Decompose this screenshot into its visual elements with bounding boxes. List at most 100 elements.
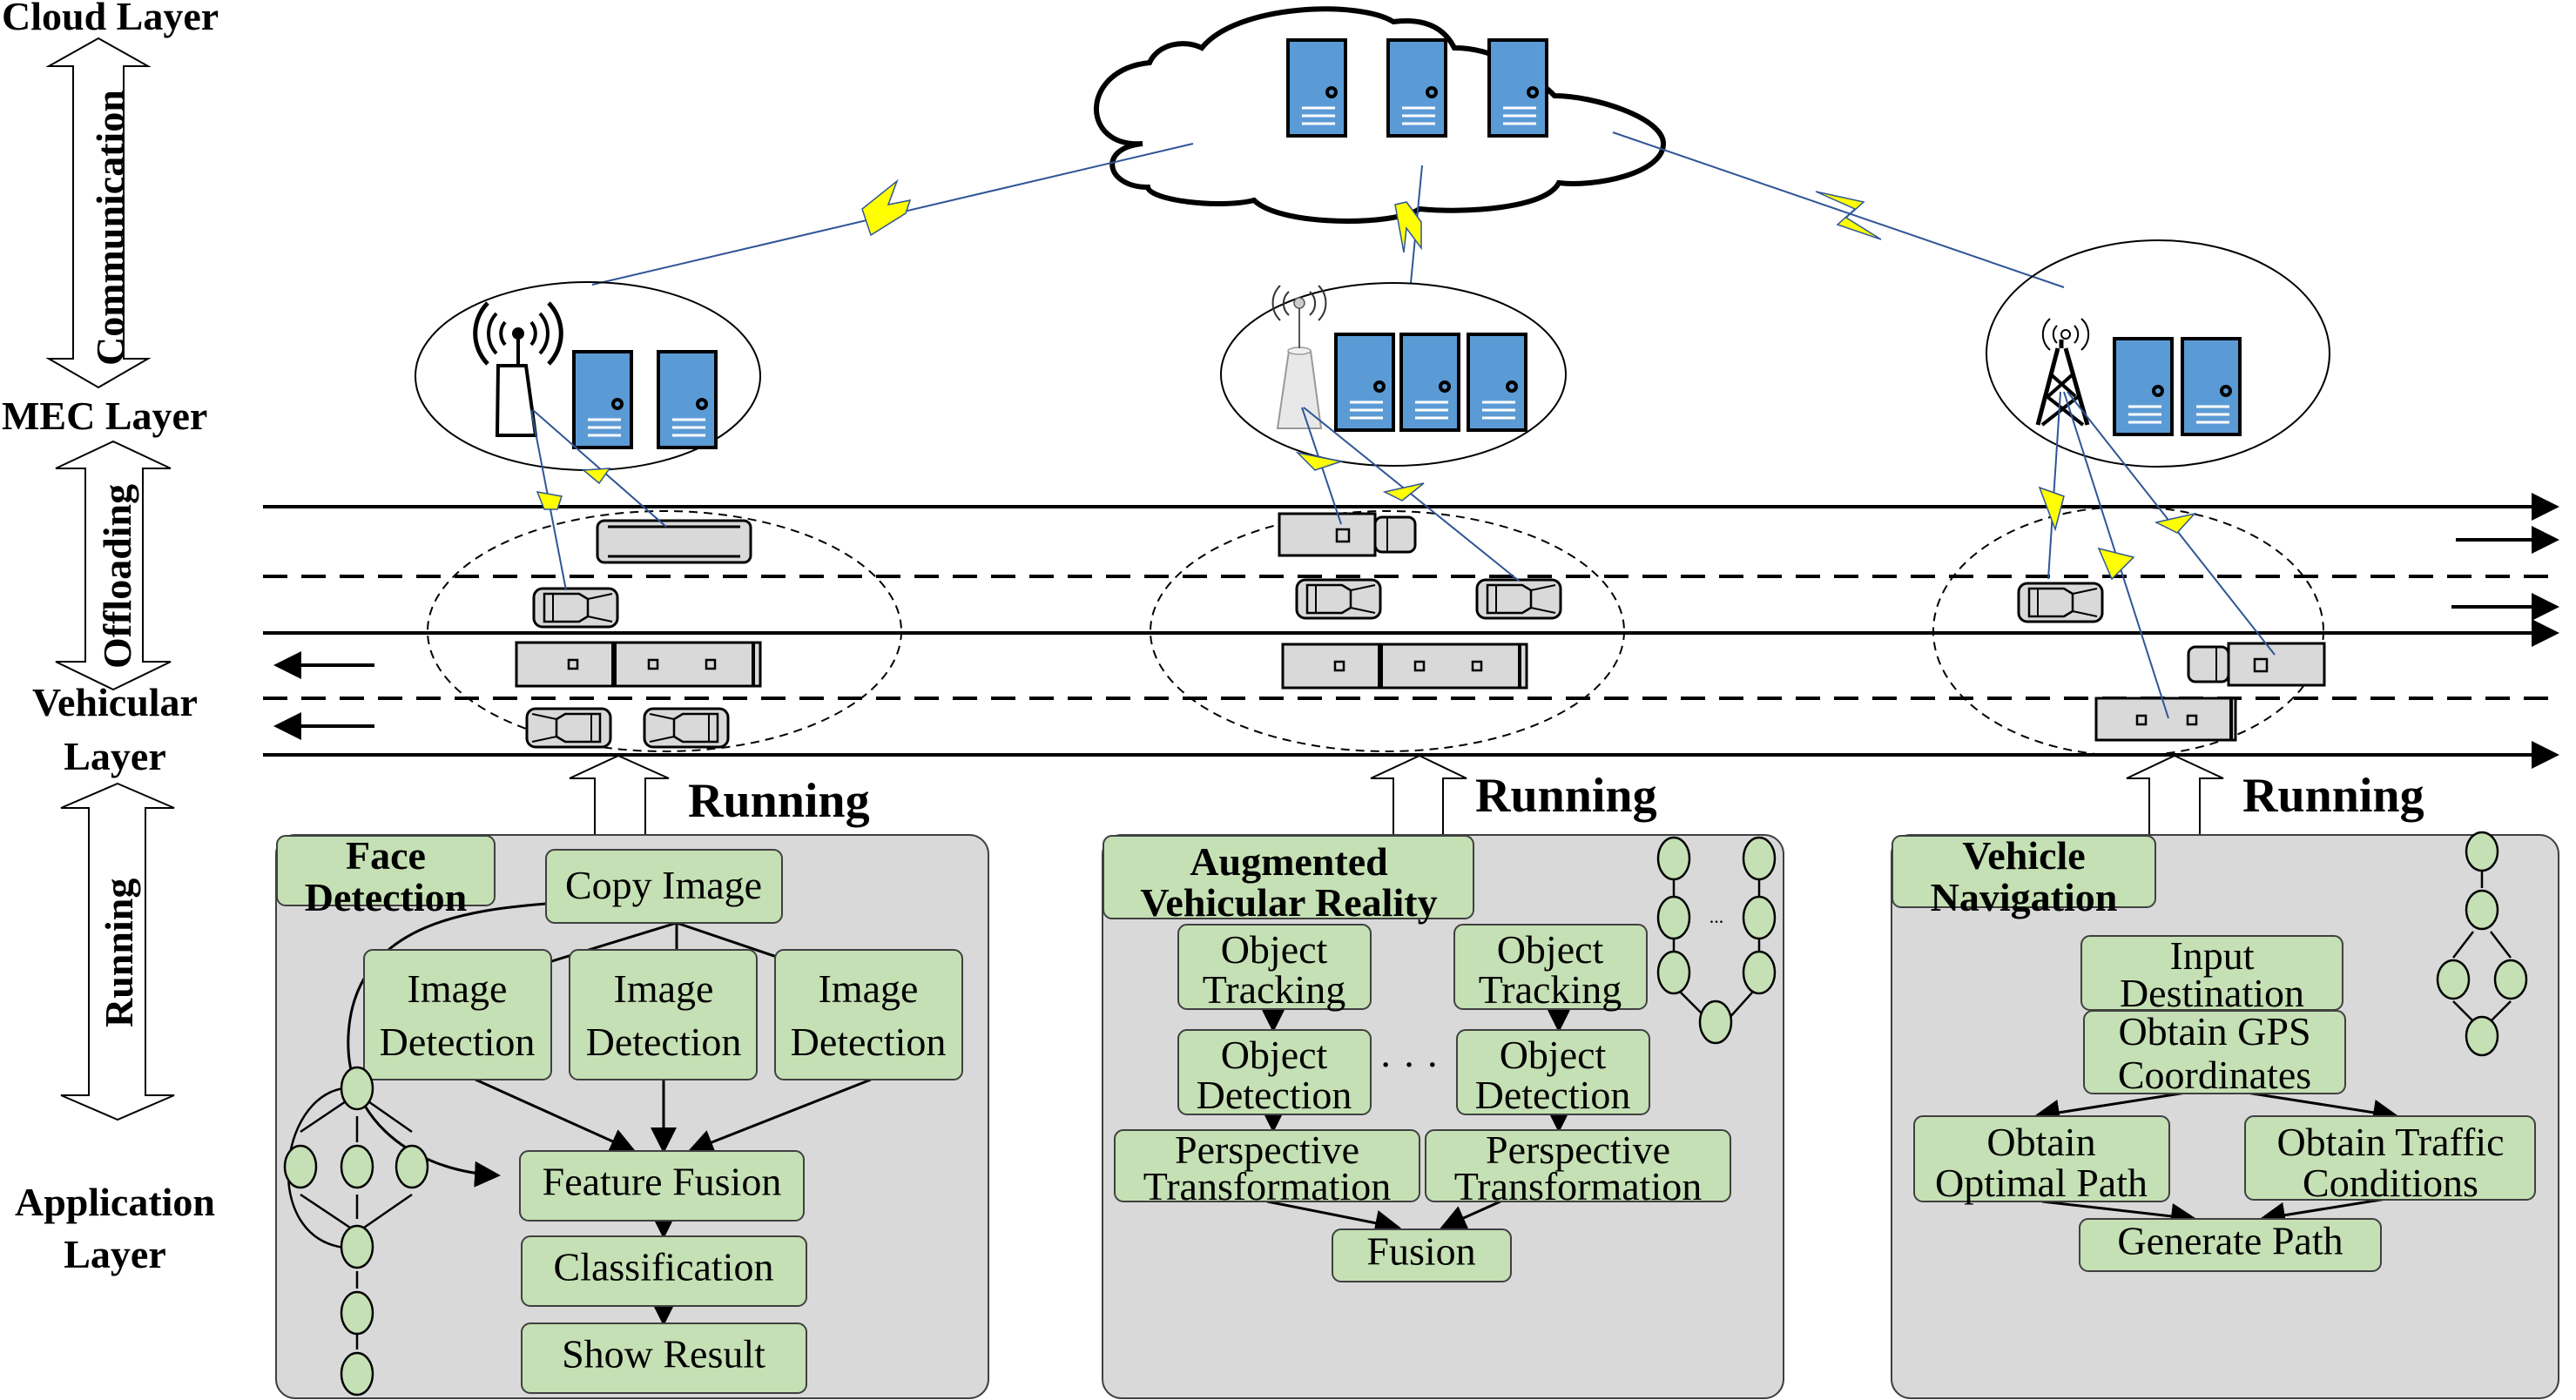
- app-title-box: [276, 835, 496, 906]
- svg-text:Object: Object: [1497, 927, 1604, 972]
- svg-text:Object: Object: [1221, 927, 1328, 972]
- task-object-tracking-2[interactable]: Object Tracking: [1453, 924, 1648, 1012]
- car-icon: [643, 707, 730, 749]
- application-layer-label-line2: Layer: [64, 1232, 166, 1276]
- communication-label: Communication: [88, 90, 132, 366]
- parallel-ellipsis: · · ·: [1379, 1042, 1440, 1087]
- mec3-server-1: [2113, 337, 2174, 436]
- mec3-server-2: [2181, 337, 2242, 436]
- road: [263, 493, 2559, 769]
- mec-layer-label: MEC Layer: [2, 394, 207, 438]
- svg-text:Detection: Detection: [791, 1020, 947, 1064]
- cloud-server-1: [1286, 38, 1347, 138]
- bus-icon: [516, 643, 760, 686]
- lightning-bolt-icon: [2038, 486, 2065, 532]
- svg-text:Image: Image: [408, 966, 508, 1011]
- truck-icon: [2187, 642, 2326, 687]
- dag-icon: ...: [1656, 836, 1777, 1045]
- coverage-area-2: [1150, 510, 1625, 752]
- svg-text:Tracking: Tracking: [1203, 967, 1345, 1012]
- lightning-bolt-icon: [861, 178, 912, 237]
- app-title-box: [1103, 835, 1474, 919]
- task-copy-image[interactable]: Copy Image: [545, 849, 783, 924]
- svg-text:Input: Input: [2169, 933, 2254, 978]
- dag-icon: [2436, 831, 2528, 1057]
- lattice-tower-icon: [2035, 318, 2090, 427]
- task-perspective-transformation-1[interactable]: Perspective Transformation: [1114, 1127, 1420, 1208]
- svg-text:Detection: Detection: [1475, 1073, 1631, 1117]
- task-object-tracking-1[interactable]: Object Tracking: [1177, 924, 1372, 1012]
- task-obtain-traffic-conditions[interactable]: Obtain Traffic Conditions: [2244, 1115, 2536, 1205]
- task-show-result[interactable]: Show Result: [521, 1323, 807, 1394]
- bus-icon: [596, 519, 752, 564]
- bus-icon: [2094, 697, 2237, 742]
- cloud-layer-label: Cloud Layer: [2, 0, 219, 38]
- running-label: Running: [1475, 769, 1657, 823]
- svg-text:Generate Path: Generate Path: [2117, 1219, 2343, 1263]
- dag-ellipsis: ...: [1709, 905, 1724, 927]
- task-perspective-transformation-2[interactable]: Perspective Transformation: [1425, 1127, 1731, 1208]
- lightning-bolt-icon: [1394, 201, 1422, 253]
- car-icon: [1475, 578, 1562, 620]
- app-panel-vehicle-navigation: Vehicle Navigation Input Destination Obt…: [1891, 831, 2559, 1399]
- task-image-detection-3[interactable]: Image Detection: [774, 949, 963, 1080]
- svg-text:Image: Image: [614, 966, 714, 1011]
- svg-text:Coordinates: Coordinates: [2118, 1053, 2311, 1097]
- lightning-bolt-icon: [2097, 547, 2135, 581]
- car-icon: [532, 587, 619, 629]
- mec1-server-2: [657, 350, 718, 449]
- svg-text:Fusion: Fusion: [1366, 1229, 1475, 1274]
- offloading-links: [530, 391, 2276, 719]
- running-indicator-1: Running: [569, 754, 870, 837]
- mec-node-1: [415, 281, 761, 471]
- svg-text:Transformation: Transformation: [1143, 1164, 1392, 1208]
- app-title-line2: Detection: [305, 875, 467, 919]
- offloading-label: Offloading: [95, 484, 139, 669]
- task-object-detection-1[interactable]: Object Detection: [1177, 1029, 1372, 1117]
- svg-text:Object: Object: [1500, 1033, 1607, 1077]
- cloud-layer: [1094, 6, 1667, 224]
- car-icon: [525, 707, 612, 749]
- running-indicator-2: Running: [1370, 754, 1657, 837]
- svg-text:Detection: Detection: [586, 1020, 742, 1064]
- task-fusion[interactable]: Fusion: [1332, 1228, 1512, 1282]
- app-title-line1: Vehicle: [1962, 833, 2085, 878]
- svg-text:Obtain Traffic: Obtain Traffic: [2276, 1120, 2504, 1164]
- task-generate-path[interactable]: Generate Path: [2079, 1218, 2382, 1272]
- app-title-line2: Navigation: [1931, 875, 2118, 919]
- lightning-bolt-icon: [1815, 191, 1882, 240]
- cloud-mec-links: [591, 131, 2065, 288]
- svg-text:Destination: Destination: [2120, 971, 2304, 1015]
- task-feature-fusion[interactable]: Feature Fusion: [519, 1150, 805, 1222]
- task-input-destination[interactable]: Input Destination: [2080, 933, 2343, 1015]
- lightning-bolt-icon: [536, 491, 563, 510]
- truck-icon: [1278, 512, 1417, 557]
- svg-text:Classification: Classification: [554, 1245, 774, 1289]
- task-image-detection-1[interactable]: Image Detection: [363, 949, 552, 1080]
- svg-text:Image: Image: [819, 966, 919, 1011]
- svg-text:Show Result: Show Result: [562, 1332, 765, 1376]
- svg-text:Obtain GPS: Obtain GPS: [2118, 1009, 2310, 1053]
- car-icon: [2017, 582, 2104, 623]
- lightning-bolt-icon: [1295, 451, 1344, 471]
- svg-text:Feature Fusion: Feature Fusion: [543, 1160, 782, 1204]
- svg-text:Copy Image: Copy Image: [565, 863, 762, 907]
- svg-text:Perspective: Perspective: [1175, 1127, 1359, 1172]
- task-obtain-gps-coordinates[interactable]: Obtain GPS Coordinates: [2083, 1009, 2346, 1097]
- mec-node-3: [1986, 239, 2330, 468]
- running-label: Running: [2242, 769, 2424, 823]
- lightning-bolt-icon: [582, 468, 611, 485]
- task-image-detection-2[interactable]: Image Detection: [569, 949, 758, 1080]
- task-obtain-optimal-path[interactable]: Obtain Optimal Path: [1913, 1115, 2170, 1205]
- svg-text:Perspective: Perspective: [1486, 1127, 1670, 1172]
- vehicular-layer-label-line2: Layer: [64, 734, 166, 778]
- mec-node-2: [1220, 282, 1567, 467]
- task-object-detection-2[interactable]: Object Detection: [1456, 1029, 1650, 1117]
- app-panel-face-detection: Face Detection Copy Image Image Detectio…: [275, 833, 989, 1399]
- running-arrow: Running: [60, 782, 175, 1121]
- mec1-server-1: [572, 350, 633, 449]
- lightning-bolt-icon: [1382, 482, 1425, 501]
- task-classification[interactable]: Classification: [521, 1235, 807, 1307]
- app-title-line1: Face: [346, 833, 426, 878]
